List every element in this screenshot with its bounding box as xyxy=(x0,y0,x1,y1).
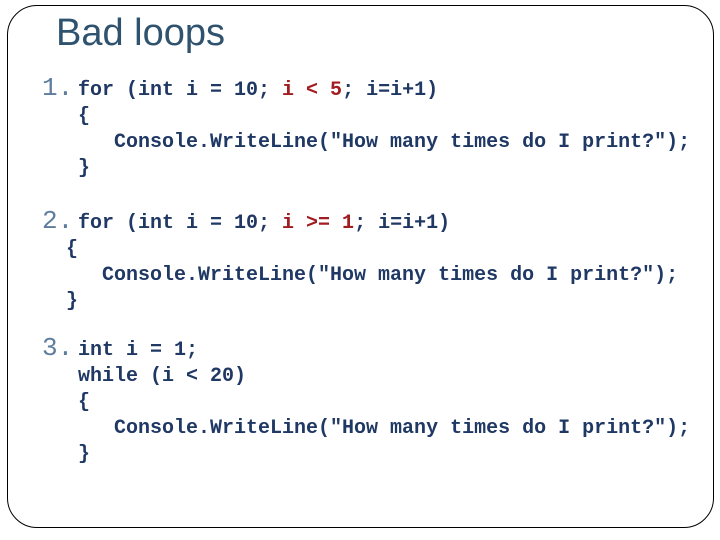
code-segment: Console.WriteLine("How many times do I p… xyxy=(42,131,691,154)
slide-border xyxy=(7,5,714,528)
code-segment: Console.WriteLine("How many times do I p… xyxy=(42,417,691,440)
code-line: while (i < 20) xyxy=(42,364,690,390)
code-block-2: for (int i = 10; i >= 1; i=i+1) { Consol… xyxy=(42,211,678,315)
code-line: Console.WriteLine("How many times do I p… xyxy=(42,263,678,289)
list-number-2: 2. xyxy=(42,206,74,236)
code-line: { xyxy=(42,104,690,130)
code-segment: { xyxy=(42,105,91,128)
code-segment: for (int i = 10; xyxy=(42,212,283,235)
code-segment: for (int i = 10; xyxy=(42,79,283,102)
list-number-1: 1. xyxy=(42,73,74,103)
code-segment: { xyxy=(42,391,91,414)
slide-title: Bad loops xyxy=(56,12,226,54)
code-line: } xyxy=(42,156,690,182)
code-segment: } xyxy=(42,443,91,466)
code-segment: } xyxy=(42,157,91,180)
code-line: { xyxy=(42,237,678,263)
code-segment: ; i=i+1) xyxy=(342,79,439,102)
code-segment: } xyxy=(42,290,79,313)
code-segment: while (i < 20) xyxy=(42,365,247,388)
code-line: } xyxy=(42,442,690,468)
code-segment: { xyxy=(42,238,79,261)
code-line: for (int i = 10; i < 5; i=i+1) xyxy=(42,78,690,104)
code-example-3: 3. int i = 1; while (i < 20) { Console.W… xyxy=(42,333,690,468)
code-line: Console.WriteLine("How many times do I p… xyxy=(42,416,690,442)
code-line: Console.WriteLine("How many times do I p… xyxy=(42,130,690,156)
code-example-2: 2. for (int i = 10; i >= 1; i=i+1) { Con… xyxy=(42,206,678,315)
code-block-1: for (int i = 10; i < 5; i=i+1) { Console… xyxy=(42,78,690,182)
code-segment: int i = 1; xyxy=(42,339,199,362)
code-segment: Console.WriteLine("How many times do I p… xyxy=(42,264,679,287)
highlighted-condition: i >= 1 xyxy=(282,212,355,235)
code-block-3: int i = 1; while (i < 20) { Console.Writ… xyxy=(42,338,690,468)
code-segment: ; i=i+1) xyxy=(354,212,451,235)
list-number-3: 3. xyxy=(42,333,74,363)
code-line: for (int i = 10; i >= 1; i=i+1) xyxy=(42,211,678,237)
highlighted-condition: i < 5 xyxy=(282,79,343,102)
code-example-1: 1. for (int i = 10; i < 5; i=i+1) { Cons… xyxy=(42,73,690,182)
code-line: int i = 1; xyxy=(42,338,690,364)
code-line: } xyxy=(42,289,678,315)
code-line: { xyxy=(42,390,690,416)
